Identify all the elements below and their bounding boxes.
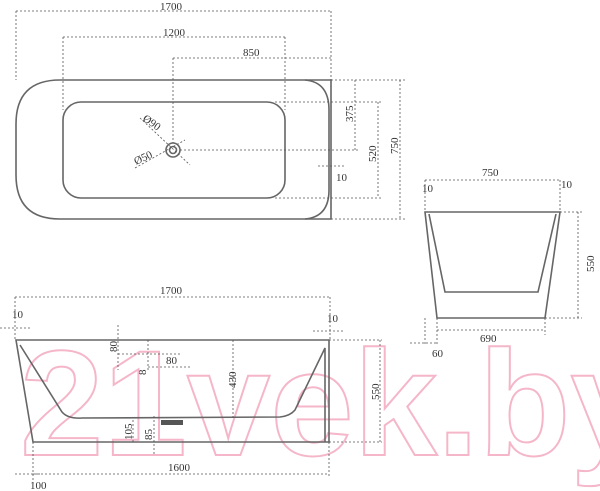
dim-base-length: 1600 <box>168 462 191 474</box>
dim-basin-width: 520 <box>367 145 379 162</box>
dim-side-height: 550 <box>370 383 382 400</box>
dim-end-wall-left: 10 <box>422 183 434 195</box>
dim-basin-length: 1200 <box>163 27 186 39</box>
drain-icon <box>165 142 181 158</box>
side-view: 1700 10 10 80 80 8 430 550 105 85 1600 1… <box>0 285 382 491</box>
dim-drain-offset: 850 <box>243 47 260 59</box>
dim-side-wall-left: 10 <box>12 309 24 321</box>
dim-side-length: 1700 <box>160 285 183 297</box>
dim-drain-height: 85 <box>143 429 155 441</box>
dim-drain-to-edge: 375 <box>344 105 356 122</box>
tub-outline-top <box>15 79 332 220</box>
dim-floor-thickness: 105 <box>123 423 135 440</box>
dim-overflow-from-top: 80 <box>108 341 120 353</box>
end-view: 750 10 10 550 690 60 <box>410 167 597 360</box>
dim-drain-diameter: Ø50 <box>132 149 155 168</box>
watermark: 21vek.by <box>20 319 600 487</box>
dim-overflow-width: 80 <box>166 355 178 367</box>
tub-outline-end <box>424 211 561 319</box>
dim-depth: 430 <box>227 371 239 388</box>
dim-end-width: 750 <box>482 167 499 179</box>
dim-side-wall-right: 10 <box>327 313 339 325</box>
dim-end-wall-right: 10 <box>561 179 573 191</box>
dim-end-bottom-width: 690 <box>480 333 497 345</box>
drain-icon-side <box>161 420 183 425</box>
dim-overflow-height: 8 <box>137 369 149 375</box>
dim-overflow-diameter: Ø90 <box>140 113 163 134</box>
dim-end-height: 550 <box>585 255 597 272</box>
dim-wall: 10 <box>336 172 348 184</box>
dim-base-offset: 100 <box>30 480 47 491</box>
basin-outline <box>62 101 286 199</box>
dim-length: 1700 <box>160 1 183 13</box>
top-view: 1700 1200 850 375 520 750 10 Ø90 Ø50 <box>15 1 405 220</box>
dim-width: 750 <box>389 137 401 154</box>
inner-outline-side <box>19 344 326 442</box>
inner-outline-end <box>428 213 557 293</box>
dim-end-base-offset: 60 <box>432 348 444 360</box>
